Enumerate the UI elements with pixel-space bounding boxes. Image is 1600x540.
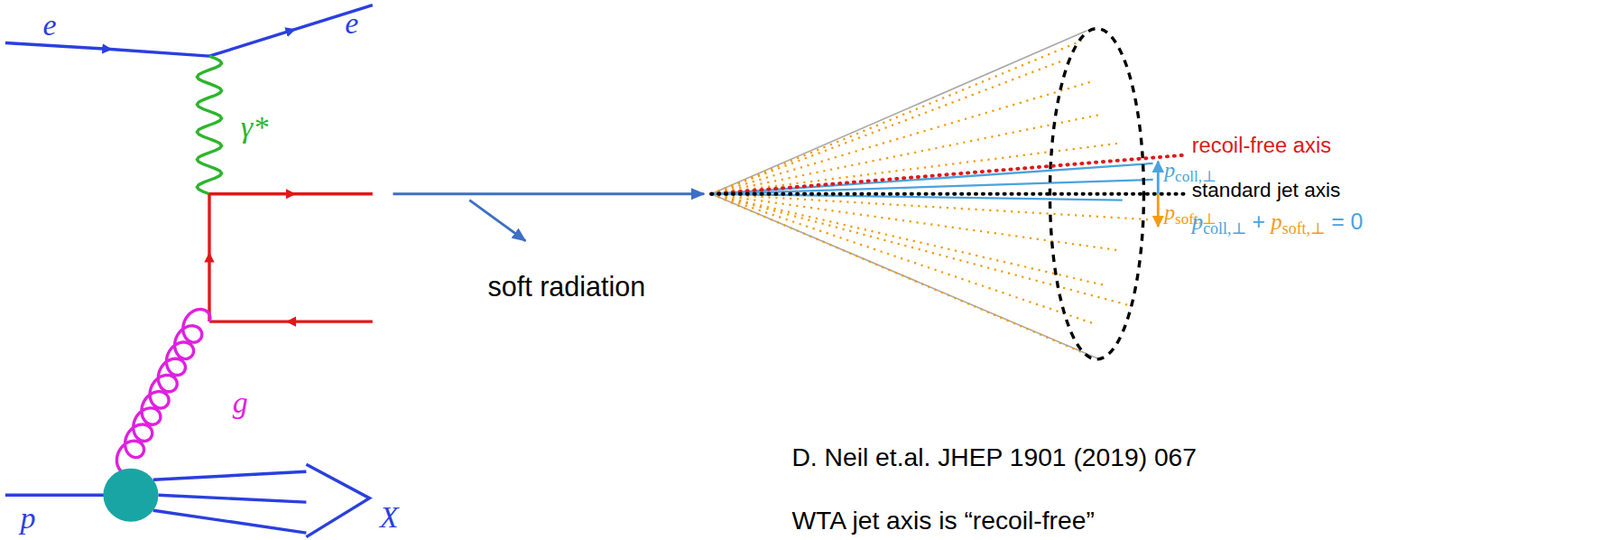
citation: D. Neil et.al. JHEP 1901 (2019) 067 bbox=[791, 443, 1197, 472]
gluon-line bbox=[116, 309, 210, 474]
symbol: p bbox=[1164, 157, 1175, 182]
symbol: + bbox=[1252, 208, 1267, 234]
symbol: = 0 bbox=[1331, 208, 1363, 234]
particle-label: p bbox=[20, 500, 37, 535]
subscript: coll,⊥ bbox=[1174, 167, 1217, 185]
particle-label: e bbox=[42, 8, 56, 42]
photon-line bbox=[196, 55, 222, 195]
symbol: p bbox=[1270, 209, 1282, 234]
particle-label: e bbox=[344, 6, 359, 40]
quark-line bbox=[209, 194, 373, 322]
particle-label: X bbox=[379, 499, 399, 534]
jet-cone bbox=[711, 28, 1184, 360]
particle-label: g bbox=[232, 385, 249, 419]
arrow bbox=[469, 200, 526, 241]
proton-blob bbox=[102, 468, 158, 522]
momentum-formula: pcoll,⊥+psoft,⊥= 0 bbox=[1192, 209, 1369, 239]
subscript: soft,⊥ bbox=[1282, 219, 1326, 238]
note: WTA jet axis is “recoil-free” bbox=[791, 506, 1094, 535]
symbol: p bbox=[1192, 209, 1203, 234]
momentum-formula: pcoll,⊥ bbox=[1164, 157, 1217, 186]
particle-label: γ* bbox=[240, 110, 269, 144]
electron-line bbox=[5, 5, 373, 57]
axis-label: recoil-free axis bbox=[1192, 133, 1332, 158]
subscript: coll,⊥ bbox=[1202, 219, 1247, 238]
arrow bbox=[392, 192, 704, 195]
annotation: soft radiation bbox=[487, 271, 646, 303]
symbol: p bbox=[1164, 200, 1175, 224]
proton-line bbox=[5, 463, 370, 537]
